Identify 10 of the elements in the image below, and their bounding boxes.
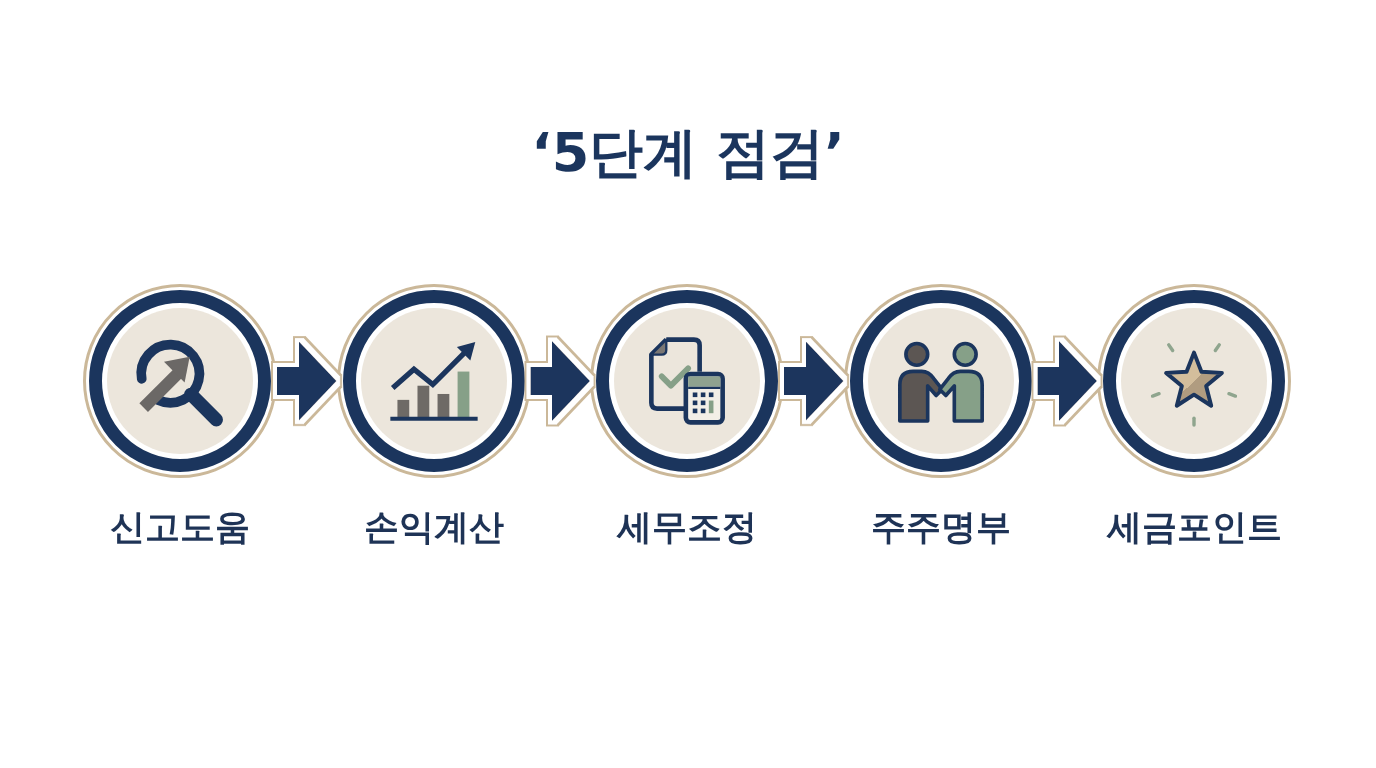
step-label: 신고도움 (110, 506, 250, 549)
step-label: 세무조정 (617, 506, 757, 549)
diagram-title: ‘5단계 점검’ (531, 120, 845, 186)
arrow (277, 341, 337, 421)
step-label: 세금포인트 (1106, 506, 1282, 549)
arrow (1037, 341, 1097, 421)
step-label: 손익계산 (363, 506, 504, 549)
arrow (784, 341, 844, 421)
arrow (530, 341, 590, 421)
step-label: 주주명부 (870, 506, 1011, 549)
